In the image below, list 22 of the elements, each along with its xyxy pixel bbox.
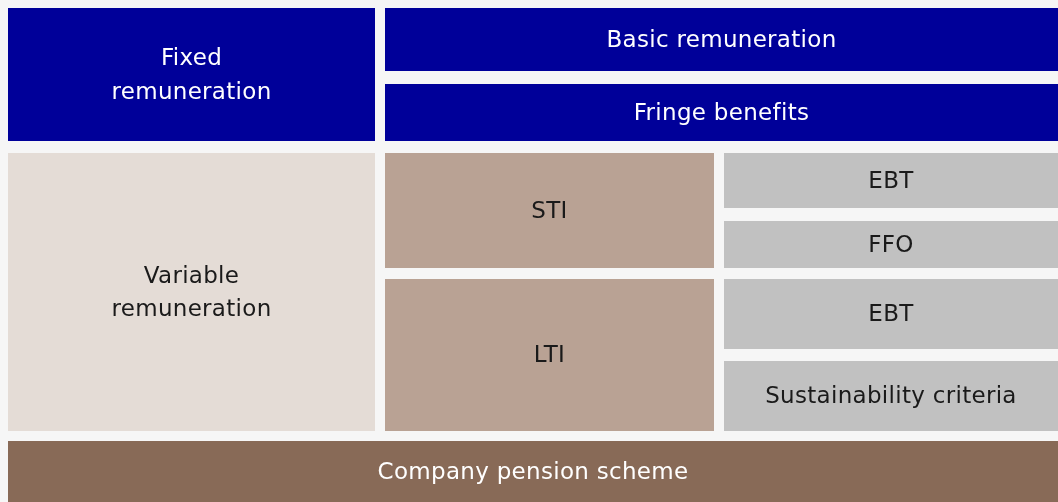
box-label: STI	[531, 195, 568, 225]
component-bar	[385, 8, 1058, 71]
criterion-bar	[724, 221, 1058, 268]
box-label: EBT	[868, 165, 914, 195]
component-bar	[385, 84, 1058, 141]
box-label: FFO	[868, 229, 914, 259]
box-label: Variable remuneration	[110, 260, 273, 323]
box-label: Sustainability criteria	[765, 381, 1017, 411]
box-label: Fringe benefits	[633, 97, 810, 127]
category-bar	[8, 441, 1058, 502]
criterion-bar	[724, 279, 1058, 349]
box-label: Company pension scheme	[377, 456, 689, 486]
box-label: Basic remuneration	[606, 24, 837, 54]
box-label: Fixed remuneration	[110, 43, 273, 106]
component-panel	[385, 153, 714, 268]
category-panel	[8, 8, 375, 141]
box-label: EBT	[868, 299, 914, 329]
category-panel	[8, 153, 375, 431]
criterion-bar	[724, 153, 1058, 208]
component-panel	[385, 279, 714, 431]
box-label: LTI	[533, 340, 566, 370]
criterion-bar	[724, 361, 1058, 431]
